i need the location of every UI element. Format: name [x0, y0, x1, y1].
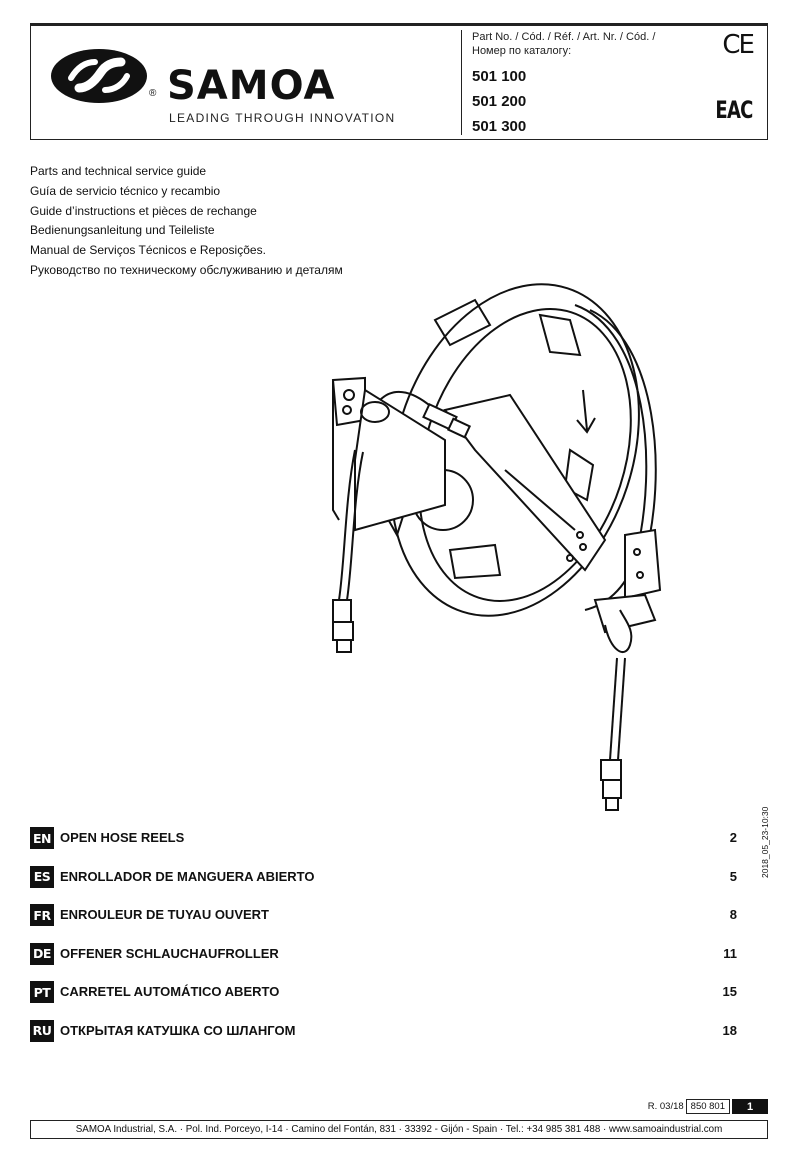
language-section-title: CARRETEL AUTOMÁTICO ABERTO: [60, 984, 280, 999]
part-number: 501 200: [472, 93, 527, 110]
date-stamp: 2018_05_23-10:30: [760, 806, 770, 878]
language-page-number: 18: [722, 1022, 737, 1038]
ce-mark-icon: CE: [722, 30, 755, 60]
part-number: 501 100: [472, 68, 527, 85]
eac-mark-icon: EAC: [715, 96, 754, 124]
language-list: EN OPEN HOSE REELS 2 ES ENROLLADOR DE MA…: [30, 827, 740, 1058]
page-number-badge: 1: [732, 1099, 768, 1114]
language-row-pt[interactable]: PT CARRETEL AUTOMÁTICO ABERTO 15: [30, 981, 740, 1020]
part-label-line2: Номер по каталогу:: [472, 45, 572, 57]
header-box: ® SAMOA LEADING THROUGH INNOVATION Part …: [30, 23, 768, 140]
part-number: 501 300: [472, 118, 527, 135]
language-code-badge: DE: [30, 942, 54, 965]
guide-title-de: Bedienungsanleitung und Teileliste: [30, 223, 215, 238]
language-page-number: 11: [723, 945, 737, 961]
tagline: LEADING THROUGH INNOVATION: [169, 111, 396, 125]
language-section-title: ENROULEUR DE TUYAU OUVERT: [60, 907, 269, 922]
footer-company-line: SAMOA Industrial, S.A. · Pol. Ind. Porce…: [30, 1120, 768, 1139]
hose-reel-illustration: [331, 283, 662, 811]
language-section-title: ОТКРЫТАЯ КАТУШКА СО ШЛАНГОМ: [60, 1022, 296, 1038]
guide-title-pt: Manual de Serviços Técnicos e Reposições…: [30, 243, 266, 258]
guide-title-fr: Guide d’instructions et pièces de rechan…: [30, 203, 257, 218]
registered-mark: ®: [149, 88, 157, 99]
language-section-title: OPEN HOSE REELS: [60, 830, 185, 845]
language-row-ru[interactable]: RU ОТКРЫТАЯ КАТУШКА СО ШЛАНГОМ 18: [30, 1019, 740, 1059]
language-row-de[interactable]: DE OFFENER SCHLAUCHAUFROLLER 11: [30, 942, 740, 982]
language-page-number: 15: [722, 984, 737, 999]
guide-title-en: Parts and technical service guide: [30, 164, 207, 178]
language-page-number: 8: [729, 907, 737, 922]
language-row-en[interactable]: EN OPEN HOSE REELS 2: [30, 827, 740, 866]
language-code-badge: EN: [30, 827, 54, 849]
brand-name: SAMOA: [167, 63, 336, 109]
language-section-title: ENROLLADOR DE MANGUERA ABIERTO: [60, 868, 315, 884]
part-number-block: Part No. / Cód. / Réf. / Art. Nr. / Cód.…: [461, 30, 671, 135]
language-row-fr[interactable]: FR ENROULEUR DE TUYAU OUVERT 8: [30, 904, 740, 943]
part-label-line1: Part No. / Cód. / Réf. / Art. Nr. / Cód.…: [472, 31, 656, 43]
header-top-rule: [30, 23, 768, 26]
guide-title-es: Guía de servicio técnico y recambio: [30, 183, 221, 198]
guide-titles: Parts and technical service guide Guía d…: [30, 162, 343, 281]
guide-title-ru: Руководство по техническому обслуживанию…: [30, 262, 343, 277]
certification-marks: CE EAC: [713, 30, 755, 135]
language-code-badge: ES: [30, 865, 54, 888]
revision-label: R. 03/18: [647, 1101, 684, 1112]
language-section-title: OFFENER SCHLAUCHAUFROLLER: [60, 945, 279, 961]
samoa-logo-mark-icon: [51, 49, 147, 103]
language-row-es[interactable]: ES ENROLLADOR DE MANGUERA ABIERTO 5: [30, 865, 740, 905]
language-code-badge: PT: [30, 981, 54, 1003]
footer-reference: R. 03/18 850 801 1: [648, 1099, 768, 1114]
language-page-number: 2: [729, 830, 737, 845]
language-code-badge: FR: [30, 904, 54, 926]
document-code: 850 801: [685, 1099, 730, 1114]
samoa-logo: ® SAMOA LEADING THROUGH INNOVATION: [49, 44, 419, 125]
language-page-number: 5: [729, 868, 737, 884]
language-code-badge: RU: [30, 1019, 54, 1042]
part-number-list: 501 100 501 200 501 300: [472, 64, 671, 139]
